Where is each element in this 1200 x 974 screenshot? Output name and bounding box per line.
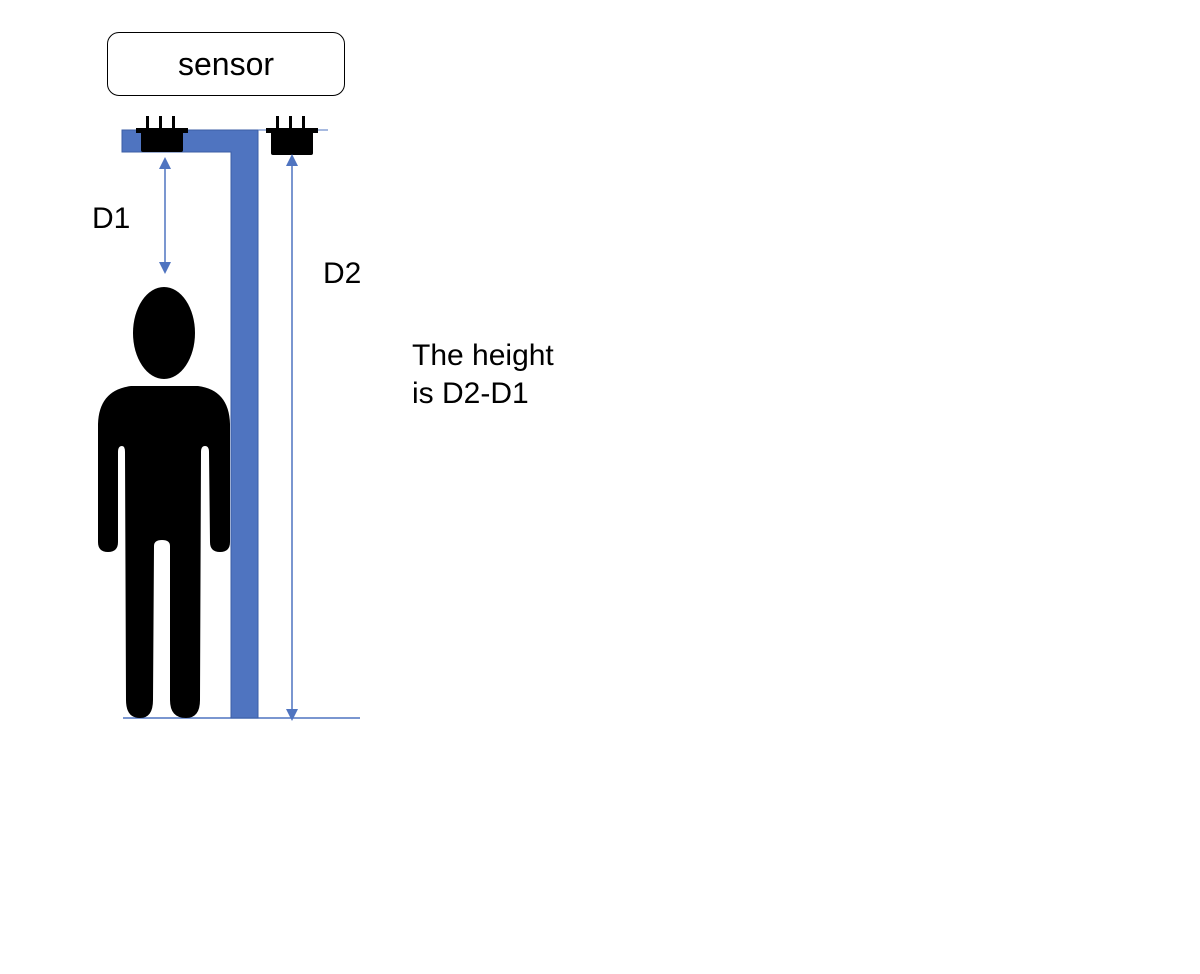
person-icon <box>98 287 230 718</box>
height-formula-note: The height is D2-D1 <box>412 337 554 413</box>
note-line-1: The height <box>412 339 554 372</box>
sensor-icon-right <box>266 116 318 155</box>
sensor-label-box: sensor <box>107 32 345 96</box>
d1-label: D1 <box>92 202 131 235</box>
sensor-icon-left <box>136 116 188 152</box>
sensor-label: sensor <box>177 45 275 82</box>
d2-label: D2 <box>323 257 362 290</box>
note-line-2: is D2-D1 <box>412 377 529 410</box>
